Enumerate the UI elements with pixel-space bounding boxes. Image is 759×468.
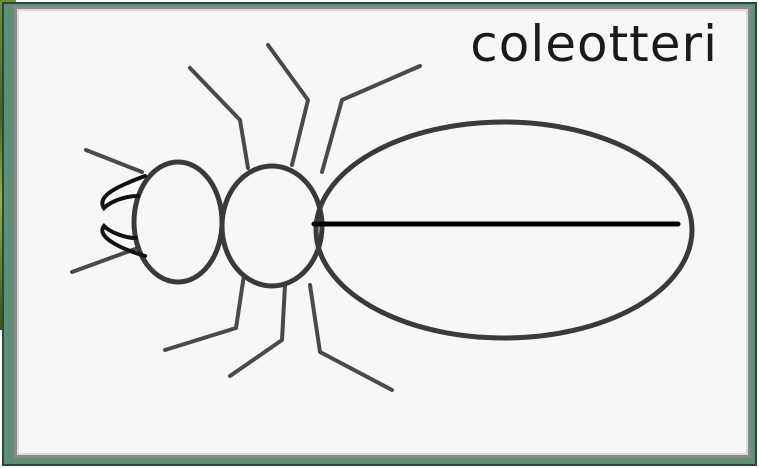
abdomen-outline <box>316 122 692 338</box>
leg-middle-upper <box>268 45 308 165</box>
leg-rear-lower <box>310 285 392 390</box>
antenna-upper <box>86 150 142 172</box>
leg-front-upper <box>190 68 248 168</box>
head-outline <box>134 162 222 282</box>
thorax-outline <box>222 166 322 286</box>
leg-front-lower <box>165 275 244 350</box>
leg-middle-lower <box>230 285 285 376</box>
